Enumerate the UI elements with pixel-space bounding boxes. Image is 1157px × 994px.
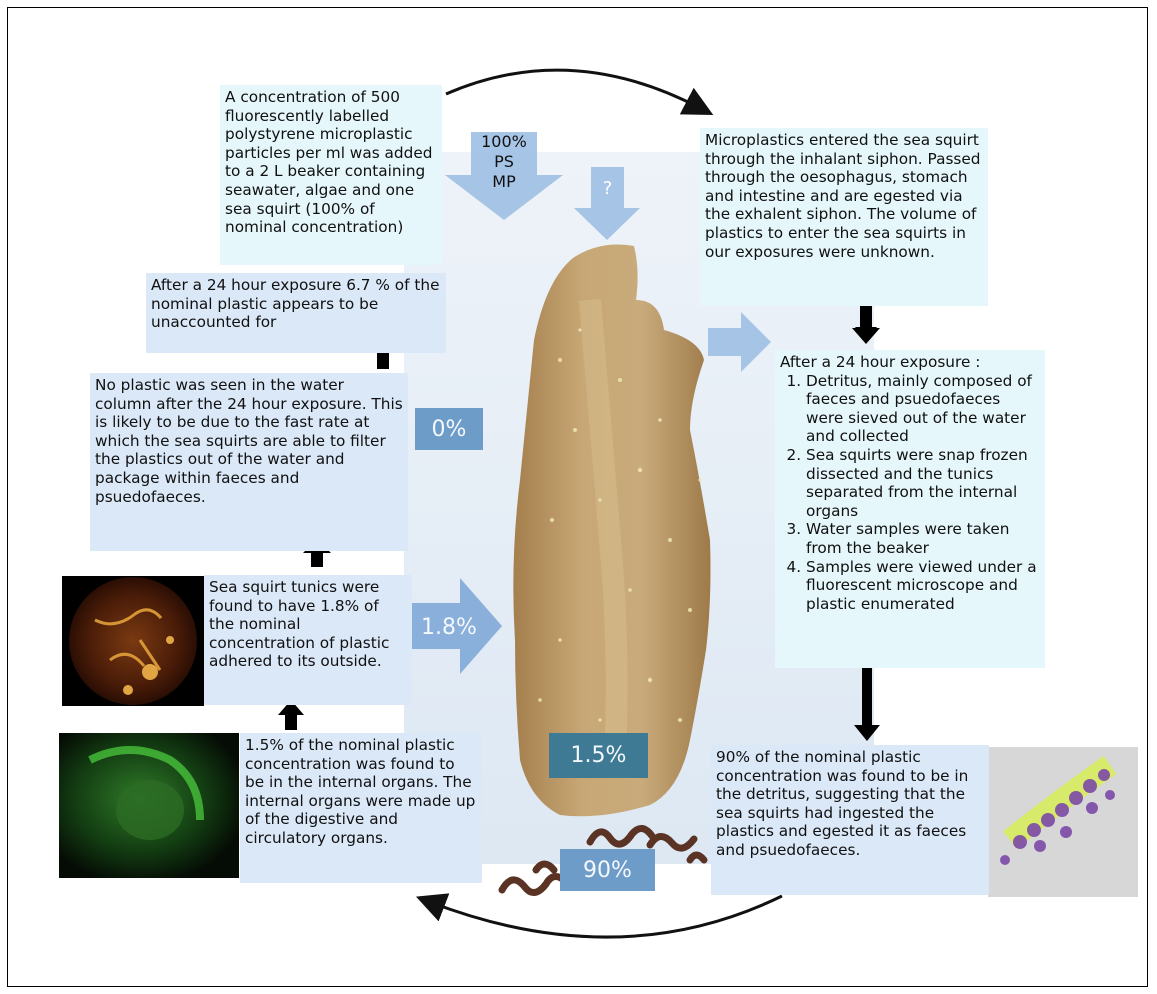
top-cycle-arrow bbox=[446, 70, 700, 108]
unaccounted-text: After a 24 hour exposure 6.7 % of the no… bbox=[151, 276, 440, 331]
tunics-text: Sea squirt tunics were found to have 1.8… bbox=[209, 578, 389, 670]
water-column-box: No plastic was seen in the water column … bbox=[90, 373, 408, 551]
tunics-box: Sea squirt tunics were found to have 1.8… bbox=[204, 575, 412, 705]
entry-text: Microplastics entered the sea squirt thr… bbox=[705, 131, 981, 261]
method-heading: After a 24 hour exposure : bbox=[780, 353, 1040, 372]
method-step: Water samples were taken from the beaker bbox=[806, 520, 1040, 557]
intro-text: A concentration of 500 fluorescently lab… bbox=[225, 88, 432, 236]
method-step: Detritus, mainly composed of faeces and … bbox=[806, 372, 1040, 446]
unknown-arrow-label: ? bbox=[591, 180, 624, 199]
water-percentage: 0% bbox=[415, 408, 483, 450]
detritus-micrograph bbox=[988, 747, 1138, 897]
intro-box: A concentration of 500 fluorescently lab… bbox=[220, 85, 442, 265]
detritus-percentage: 90% bbox=[560, 849, 655, 891]
detritus-text: 90% of the nominal plastic concentration… bbox=[716, 748, 968, 859]
tunic-micrograph bbox=[69, 577, 197, 705]
internal-percentage: 1.5% bbox=[549, 733, 648, 778]
input-arrow-label: 100% PS MP bbox=[471, 132, 537, 192]
method-step: Samples were viewed under a fluorescent … bbox=[806, 558, 1040, 614]
detritus-box: 90% of the nominal plastic concentration… bbox=[711, 745, 989, 895]
internal-box: 1.5% of the nominal plastic concentratio… bbox=[240, 733, 482, 883]
exit-block-arrow bbox=[708, 312, 771, 372]
internal-text: 1.5% of the nominal plastic concentratio… bbox=[245, 736, 475, 847]
unaccounted-box: After a 24 hour exposure 6.7 % of the no… bbox=[146, 273, 446, 353]
entry-box: Microplastics entered the sea squirt thr… bbox=[700, 128, 988, 306]
tunic-percentage: 1.8% bbox=[414, 607, 484, 647]
method-box: After a 24 hour exposure : Detritus, mai… bbox=[775, 350, 1045, 668]
method-step: Sea squirts were snap frozen dissected a… bbox=[806, 446, 1040, 520]
water-column-text: No plastic was seen in the water column … bbox=[95, 376, 403, 506]
method-steps: Detritus, mainly composed of faeces and … bbox=[780, 372, 1040, 614]
bottom-cycle-arrow bbox=[430, 896, 782, 937]
